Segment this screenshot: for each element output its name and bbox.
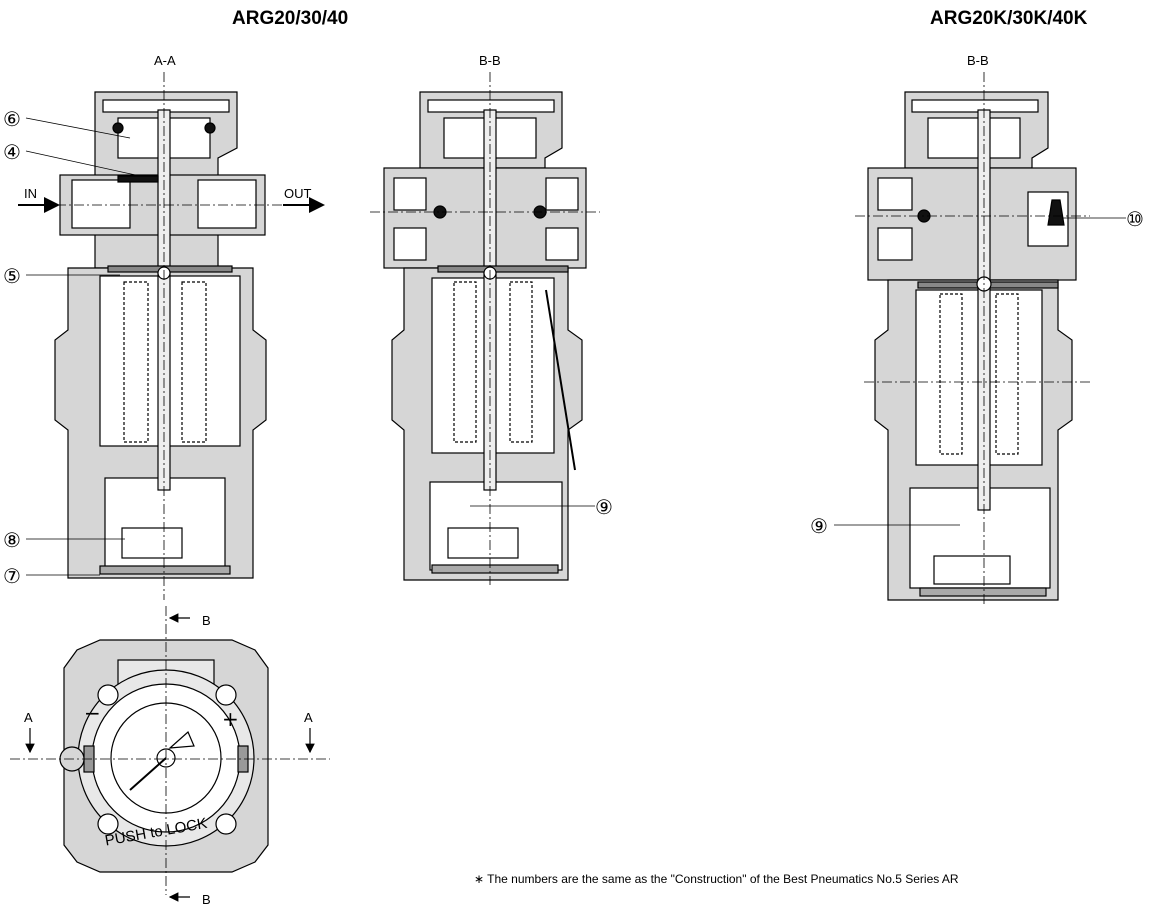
callout-4: ④ <box>3 140 21 164</box>
out-label: OUT <box>284 186 312 201</box>
section-bb-mid-body <box>383 91 587 581</box>
plus-sign: + <box>222 707 239 731</box>
section-label-bb-mid: B-B <box>479 53 501 68</box>
cut-label-a-left: A <box>24 710 33 725</box>
minus-sign: − <box>84 701 101 725</box>
section-label-aa: A-A <box>154 53 176 68</box>
section-aa-body <box>54 91 267 579</box>
footnote: ∗ The numbers are the same as the "Const… <box>474 872 959 886</box>
callout-9-mid: ⑨ <box>595 495 613 519</box>
callout-8: ⑧ <box>3 528 21 552</box>
cut-label-b-top: B <box>202 613 211 628</box>
callout-10: ⑩ <box>1126 207 1144 231</box>
in-label: IN <box>24 186 37 201</box>
section-label-bb-right: B-B <box>967 53 989 68</box>
callout-9-right: ⑨ <box>810 514 828 538</box>
cut-label-b-bottom: B <box>202 892 211 907</box>
callout-7: ⑦ <box>3 564 21 588</box>
top-view <box>59 639 269 873</box>
callout-5: ⑤ <box>3 264 21 288</box>
title-left: ARG20/30/40 <box>232 8 349 29</box>
cut-label-a-right: A <box>304 710 313 725</box>
section-bb-right-body <box>867 91 1077 601</box>
callout-6: ⑥ <box>3 107 21 131</box>
title-right: ARG20K/30K/40K <box>930 8 1088 29</box>
